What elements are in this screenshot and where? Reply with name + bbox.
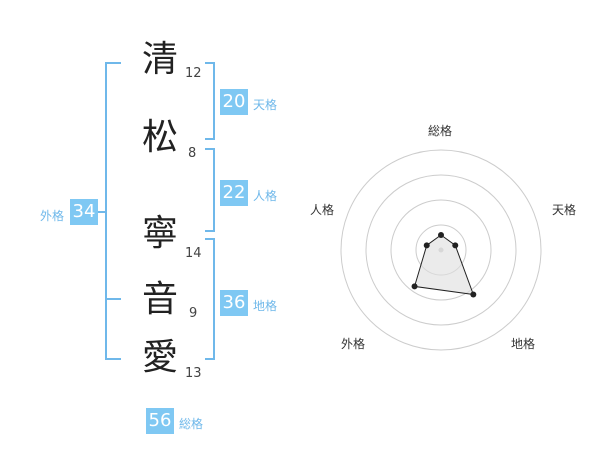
radar-label-soukaku: 総格 [428,124,453,138]
radar-shape [411,232,477,298]
radar-point [452,242,459,249]
name-char-3: 寧 [141,213,178,254]
radar-label-jinkaku: 人格 [310,203,335,217]
tenkaku-label: 天格 [253,98,278,112]
radar-point [423,242,430,249]
chikaku-value: 36 [220,290,248,316]
radar-point [438,232,444,238]
radar-ring [365,174,517,326]
radar-polygon [413,234,475,296]
soukaku-value: 56 [146,408,174,434]
radar-ring [390,199,492,301]
stroke-count-4: 9 [189,306,198,321]
radar-label-chikaku: 地格 [511,337,536,351]
name-char-1: 清 [141,39,178,80]
stroke-count-5: 13 [185,366,202,381]
radar-chart [340,149,542,351]
gaikaku-label: 外格 [40,209,65,223]
tenkaku-value: 20 [220,89,248,115]
stroke-count-2: 8 [188,146,197,161]
soukaku-label: 総格 [179,417,204,431]
jinkaku-label: 人格 [253,189,278,203]
name-char-4: 音 [141,279,178,320]
stroke-count-3: 14 [185,246,202,261]
jinkaku-value: 22 [220,180,248,206]
radar-point [411,283,418,290]
name-char-2: 松 [141,117,178,158]
stroke-count-1: 12 [185,66,202,81]
chikaku-label: 地格 [253,299,278,313]
radar-point [470,291,477,298]
radar-label-gaikaku: 外格 [341,337,366,351]
gaikaku-value: 34 [70,199,98,225]
radar-label-tenkaku: 天格 [552,203,577,217]
name-char-5: 愛 [141,337,178,378]
radar-ring [340,149,542,351]
